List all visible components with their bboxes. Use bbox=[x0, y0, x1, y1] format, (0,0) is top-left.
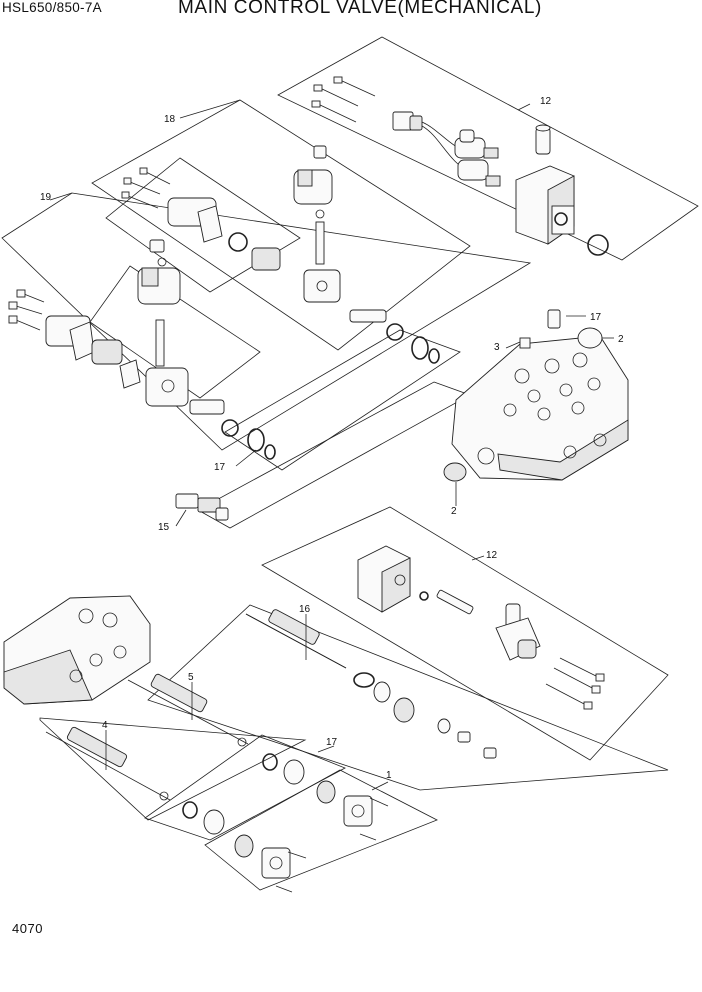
callout-2-lower: 2 bbox=[451, 506, 457, 517]
spool-5 bbox=[127, 673, 249, 747]
callout-18: 18 bbox=[164, 114, 176, 125]
callout-leaders bbox=[49, 99, 614, 791]
callout-17-lower: 17 bbox=[326, 737, 338, 748]
callout-15: 15 bbox=[158, 522, 170, 533]
spool-16 bbox=[245, 609, 347, 669]
group-frame-12-lower bbox=[261, 506, 669, 761]
valve-body-19 bbox=[45, 315, 141, 389]
group-frame-4-5 bbox=[39, 717, 438, 891]
callout-19: 19 bbox=[40, 192, 52, 203]
callout-1: 1 bbox=[386, 770, 392, 781]
callout-12-lower: 12 bbox=[486, 550, 498, 561]
seal-rings-17 bbox=[247, 336, 440, 460]
spring-assembly-16 bbox=[353, 672, 497, 759]
group-frame-12-solenoid bbox=[277, 36, 699, 261]
group-frame-17-seal bbox=[224, 329, 461, 471]
callout-4: 4 bbox=[102, 720, 108, 731]
callout-5: 5 bbox=[188, 672, 194, 683]
group-frame-16 bbox=[147, 604, 669, 791]
bolt-set-upper bbox=[311, 76, 376, 123]
callout-17-upper: 17 bbox=[590, 312, 602, 323]
group-frame-19 bbox=[1, 192, 532, 451]
solenoid-actuator-lower bbox=[495, 603, 541, 661]
solenoid-valve-block-upper bbox=[515, 124, 609, 256]
model-number: HSL650/850-7A bbox=[2, 0, 102, 15]
coil-18 bbox=[293, 145, 333, 219]
spool-4 bbox=[45, 726, 171, 801]
seals-and-caps bbox=[182, 753, 389, 893]
callout-16: 16 bbox=[299, 604, 311, 615]
spool-19 bbox=[145, 319, 239, 437]
callout-2-upper: 2 bbox=[618, 334, 624, 345]
group-frame-15 bbox=[197, 381, 471, 529]
callout-12-upper: 12 bbox=[540, 96, 552, 107]
bolts-lower bbox=[545, 657, 605, 710]
main-valve-body-upper bbox=[451, 335, 629, 481]
coil-19 bbox=[137, 239, 181, 305]
relief-plugs bbox=[443, 309, 603, 482]
main-valve-body-lower bbox=[3, 595, 151, 705]
callout-17-middle: 17 bbox=[214, 462, 226, 473]
group-frame-18 bbox=[91, 99, 471, 351]
cartridge-15 bbox=[175, 493, 229, 521]
solenoid-connector-assembly bbox=[392, 111, 501, 187]
valve-body-18 bbox=[167, 197, 281, 271]
bolts-19 bbox=[8, 289, 45, 331]
spool-18 bbox=[303, 221, 404, 341]
bolts-18 bbox=[121, 167, 171, 209]
page-number: 4070 bbox=[12, 921, 43, 936]
callout-labels: 12 18 19 17 3 2 17 2 15 12 16 5 4 17 1 bbox=[40, 96, 624, 781]
callout-3: 3 bbox=[494, 342, 500, 353]
solenoid-valve-block-lower bbox=[357, 545, 474, 615]
diagram-title: MAIN CONTROL VALVE(MECHANICAL) bbox=[178, 0, 542, 18]
